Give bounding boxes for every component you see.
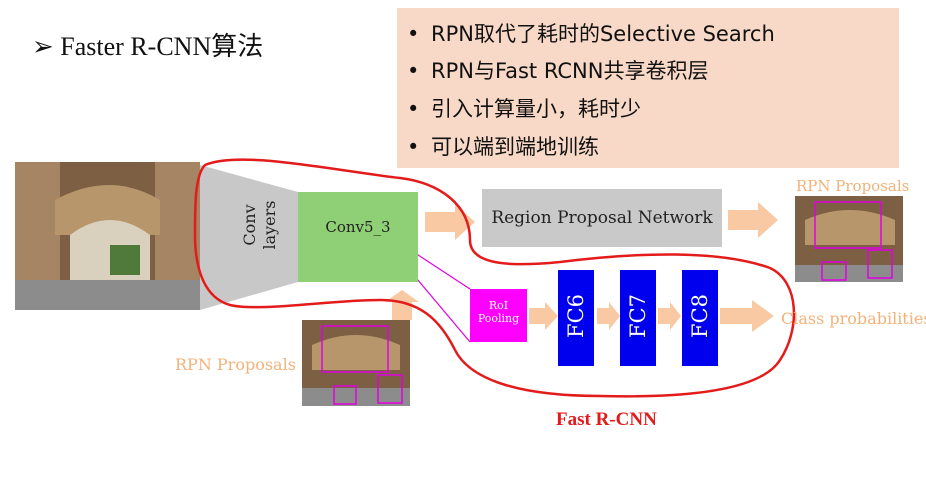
fast-rcnn-outline xyxy=(193,158,796,398)
conv-layers-shape xyxy=(200,165,298,310)
fc6-label: FC6 xyxy=(564,294,588,338)
conv5-3-box: Conv5_3 xyxy=(298,192,418,282)
bullet-item: •引入计算量小，耗时少 xyxy=(407,97,641,121)
rpn-proposals-photo-bottom xyxy=(302,320,410,406)
rpn-proposals-photo-top xyxy=(795,196,903,282)
title-marker: ➢ xyxy=(32,32,54,61)
roi-pooling-label: RoI Pooling xyxy=(477,299,520,325)
bullet-item: •RPN取代了耗时的Selective Search xyxy=(407,22,775,46)
fc6-box: FC6 xyxy=(558,270,594,366)
input-photo xyxy=(15,162,200,310)
fc8-box: FC8 xyxy=(682,270,718,366)
bullet-box: •RPN取代了耗时的Selective Search •RPN与Fast RCN… xyxy=(397,8,899,168)
rpn-label: Region Proposal Network xyxy=(491,208,713,228)
rpn-box: Region Proposal Network xyxy=(482,189,722,247)
title-text: Faster R-CNN算法 xyxy=(60,32,264,61)
fc7-label: FC7 xyxy=(626,294,650,338)
slide-title: ➢ Faster R-CNN算法 xyxy=(32,26,263,63)
bullet-item: •RPN与Fast RCNN共享卷积层 xyxy=(407,59,709,83)
bullet-item: •可以端到端地训练 xyxy=(407,135,599,159)
fc8-label: FC8 xyxy=(688,294,712,338)
class-probabilities-label: Class probabilities xyxy=(781,309,926,328)
rpn-proposals-label-bottom: RPN Proposals xyxy=(175,355,296,374)
rpn-proposals-label-top: RPN Proposals xyxy=(796,177,910,195)
conv5-3-label: Conv5_3 xyxy=(325,218,391,236)
fast-rcnn-label: Fast R-CNN xyxy=(556,409,657,430)
roi-pooling-box: RoI Pooling xyxy=(470,289,527,342)
conv-layers-label: Conv layers xyxy=(240,200,279,250)
fc7-box: FC7 xyxy=(620,270,656,366)
